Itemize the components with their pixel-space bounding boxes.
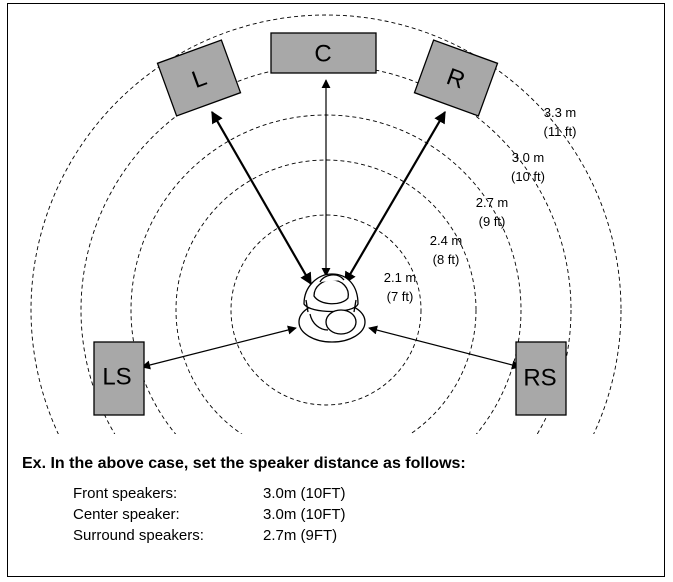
speaker-center-label: C: [314, 41, 331, 68]
distance-labels: 2.1 m (7 ft) 2.4 m (8 ft) 2.7 m (9 ft) 3…: [384, 105, 577, 304]
distance-label-7ft: (7 ft): [387, 289, 414, 304]
example-row-front: Front speakers: 3.0m (10FT): [22, 483, 662, 504]
front-speakers-value: 3.0m (10FT): [263, 485, 346, 502]
speaker-placement-diagram: C L R LS RS 2.: [30, 14, 622, 434]
speaker-left-surround-label: LS: [102, 364, 131, 391]
distance-label-8ft: (8 ft): [433, 252, 460, 267]
distance-arrows: [141, 79, 521, 370]
distance-ring-3-0m: [80, 64, 572, 434]
arrow-left-surround: [141, 325, 297, 370]
speaker-center: C: [270, 32, 377, 74]
diagram-frame: C L R LS RS 2.: [7, 3, 665, 577]
example-section: Ex. In the above case, set the speaker d…: [22, 455, 662, 546]
listener-icon: [298, 273, 366, 343]
arrow-right-surround: [368, 325, 521, 370]
speaker-right: R: [413, 39, 499, 117]
speaker-left: L: [156, 39, 242, 117]
center-speaker-label: Center speaker:: [73, 506, 180, 523]
distance-label-9ft: (9 ft): [479, 214, 506, 229]
distance-label-2-1m: 2.1 m: [384, 270, 417, 285]
distance-ring-3-3m: [30, 14, 622, 434]
distance-ring-2-4m: [175, 159, 477, 434]
surround-speakers-value: 2.7m (9FT): [263, 527, 338, 544]
arrow-left: [211, 110, 312, 286]
speaker-right-surround: RS: [515, 341, 567, 416]
arrow-right: [344, 110, 446, 285]
example-title: Ex. In the above case, set the speaker d…: [22, 455, 466, 472]
speaker-left-surround: LS: [93, 341, 145, 416]
distance-label-3-3m: 3.3 m: [544, 105, 577, 120]
speaker-right-surround-label: RS: [523, 365, 556, 392]
distance-label-2-7m: 2.7 m: [476, 195, 509, 210]
distance-ring-2-1m: [230, 214, 422, 406]
center-speaker-value: 3.0m (10FT): [263, 506, 346, 523]
front-speakers-label: Front speakers:: [73, 485, 178, 502]
surround-speakers-label: Surround speakers:: [73, 527, 204, 544]
distance-label-3-0m: 3.0 m: [512, 150, 545, 165]
distance-label-11ft: (11 ft): [544, 124, 577, 139]
distance-label-2-4m: 2.4 m: [430, 233, 463, 248]
example-row-surround: Surround speakers: 2.7m (9FT): [22, 525, 662, 546]
distance-label-10ft: (10 ft): [511, 169, 545, 184]
example-row-center: Center speaker: 3.0m (10FT): [22, 504, 662, 525]
